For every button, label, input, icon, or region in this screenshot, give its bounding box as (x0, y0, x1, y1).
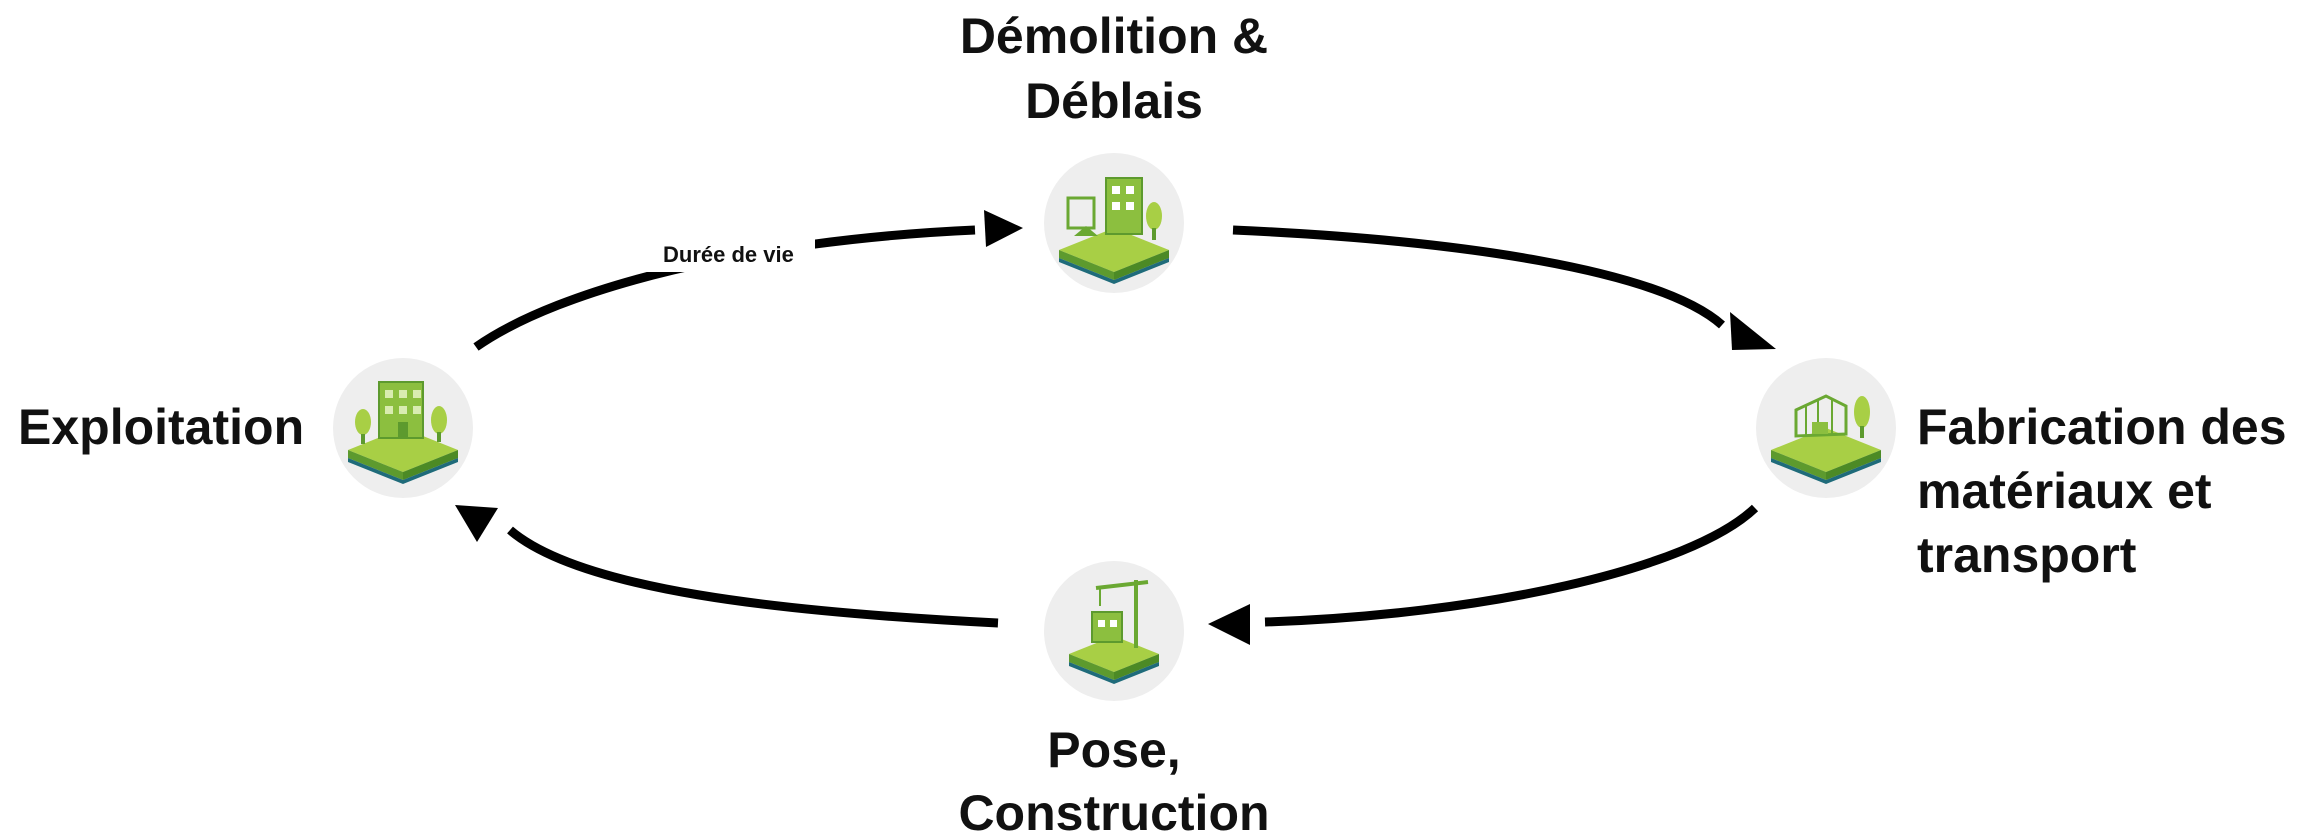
stage-label-construction-line2: Construction (958, 785, 1269, 836)
stage-label-fabrication-line3: transport (1917, 527, 2137, 583)
stage-construction (1044, 561, 1184, 701)
stage-label-demolition-line2: Déblais (1025, 73, 1203, 129)
stage-label-construction-line1: Pose, (1047, 722, 1180, 778)
stage-label-fabrication-line2: matériaux et (1917, 463, 2212, 519)
stage-label-demolition-line1: Démolition & (960, 8, 1268, 64)
arrow-construction-to-exploitation (507, 526, 999, 628)
arrowhead-to-fabrication (1730, 312, 1776, 350)
edge-label-backdrop (645, 236, 815, 272)
factory-icon (1771, 394, 1881, 484)
edge-label-lifetime: Durée de vie (663, 242, 794, 267)
arrow-fabrication-to-construction (1264, 504, 1759, 627)
demolition-site-icon (1059, 177, 1169, 284)
cycle-arrows (455, 210, 1776, 645)
building-icon (348, 381, 458, 484)
stage-label-exploitation: Exploitation (18, 399, 304, 455)
stage-exploitation (333, 358, 473, 498)
stage-demolition (1044, 153, 1184, 293)
stage-label-fabrication-line1: Fabrication des (1917, 399, 2287, 455)
crane-construction-icon (1069, 580, 1159, 684)
arrow-demolition-to-fabrication (1232, 225, 1725, 329)
arrowhead-to-construction (1208, 604, 1250, 645)
arrowhead-to-demolition (984, 210, 1023, 247)
stage-fabrication (1756, 358, 1896, 498)
arrowhead-to-exploitation (455, 505, 498, 542)
